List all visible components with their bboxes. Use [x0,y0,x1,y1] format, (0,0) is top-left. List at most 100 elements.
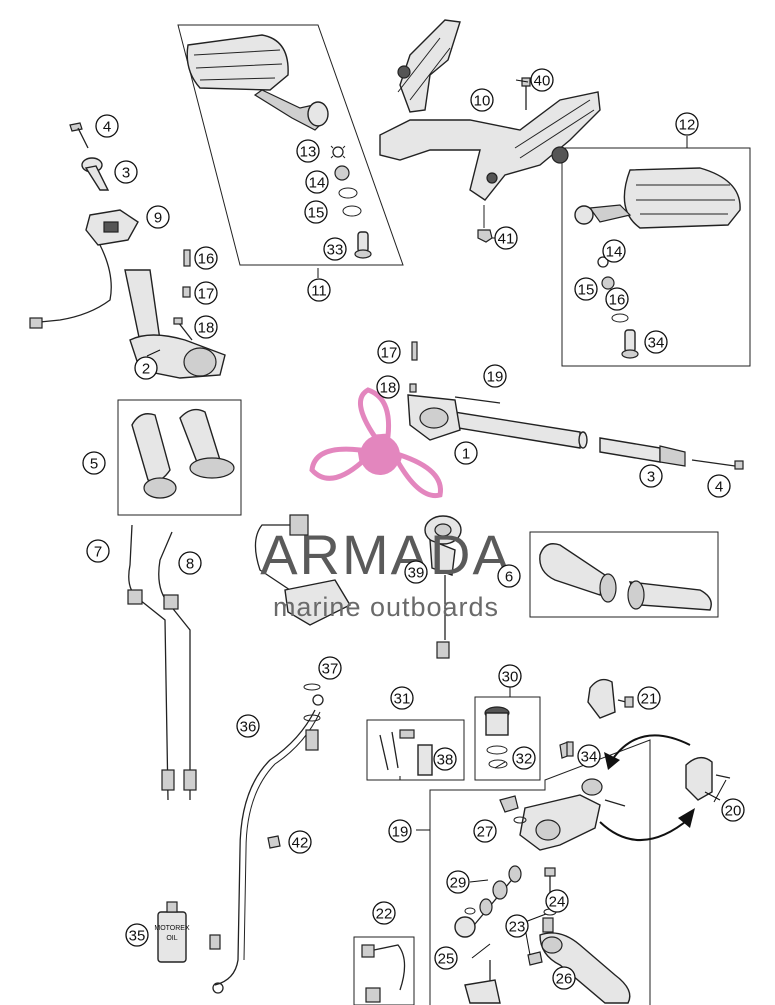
callout-circle [194,315,218,339]
callout-number: 35 [129,928,146,945]
callout-4: 4 [95,114,119,138]
callout-number: 6 [505,569,513,586]
callout-number: 4 [103,119,111,136]
callout-32: 32 [512,746,536,770]
callout-31: 31 [390,686,414,710]
callout-circle [134,356,158,380]
brake-line-37 [209,683,324,994]
grip-set-5 [131,408,235,499]
callout-number: 14 [309,175,326,192]
callout-circle [194,281,218,305]
callout-33: 33 [323,237,347,261]
handlebar-bracket-11 [379,19,601,201]
callout-circle [707,474,731,498]
callout-circle [372,901,396,925]
callout-25: 25 [434,946,458,970]
callout-circle [146,205,170,229]
callout-1: 1 [454,441,478,465]
callout-circle [377,340,401,364]
callout-17: 17 [377,340,401,364]
callout-19: 19 [388,819,412,843]
callout-number: 11 [311,283,327,300]
callout-number: 39 [408,565,425,582]
callout-11: 11 [307,278,331,302]
callout-9: 9 [146,205,170,229]
lever-27 [539,932,631,1004]
callout-16: 16 [605,287,629,311]
reservoir-31 [484,706,510,769]
callout-number: 2 [142,361,150,378]
callout-42: 42 [288,830,312,854]
callout-number: 13 [300,144,317,161]
watermark-tagline: marine outboards [273,592,499,622]
pin-18-center [409,383,417,393]
callout-number: 21 [641,691,658,708]
callout-circle [637,686,661,710]
callout-30: 30 [498,664,522,688]
callout-number: 3 [122,165,130,182]
callout-14: 14 [602,239,626,263]
callout-5: 5 [82,451,106,475]
callout-number: 5 [90,456,98,473]
callout-circle [494,226,518,250]
callout-13: 13 [296,139,320,163]
callout-number: 3 [647,469,655,486]
mirror-left [186,34,329,131]
callout-number: 18 [380,380,397,397]
callout-number: 23 [509,919,526,936]
callout-number: 26 [556,971,573,988]
callout-circle [390,686,414,710]
clamp-21 [685,757,731,801]
callout-10: 10 [470,88,494,112]
callout-circle [644,330,668,354]
callout-3: 3 [639,464,663,488]
clamp-22 [587,678,634,719]
callout-20: 20 [721,798,745,822]
callout-34: 34 [644,330,668,354]
bushing-24 [527,917,554,966]
callout-8: 8 [178,551,202,575]
callout-number: 24 [549,894,566,911]
bottle-label-line2: OIL [166,935,177,942]
callout-34: 34 [577,744,601,768]
callout-circle [194,246,218,270]
callout-15: 15 [304,200,328,224]
oil-bottle-36: MOTOREX OIL [154,901,190,963]
bolt-19-left [173,317,193,341]
callout-number: 16 [609,292,626,309]
callout-19: 19 [483,364,507,388]
callout-circle [639,464,663,488]
callout-circle [574,277,598,301]
callout-circle [82,451,106,475]
rotate-arrows [599,734,695,842]
callout-number: 40 [534,73,551,90]
callout-labels: 1233445678910111213141415151616171718181… [82,68,745,990]
group-box-31 [474,696,541,781]
callout-number: 38 [437,752,454,769]
callout-circle [376,375,400,399]
bolt-4-right [691,459,744,470]
callout-number: 20 [725,803,742,820]
callout-circle [288,830,312,854]
switch-10 [29,209,139,329]
callout-circle [512,746,536,770]
callout-circle [178,551,202,575]
callout-circle [296,139,320,163]
bottle-label-line1: MOTOREX [154,925,190,932]
callout-29: 29 [446,870,470,894]
master-cylinder-20 [499,741,626,851]
callout-circle [388,819,412,843]
callout-number: 12 [679,117,696,134]
callout-number: 31 [394,691,411,708]
callout-23: 23 [505,914,529,938]
watermark-logo [309,387,443,499]
callout-number: 8 [186,556,194,573]
callout-circle [446,870,470,894]
callout-circle [675,112,699,136]
grip-set-6 [539,543,712,611]
callout-4: 4 [707,474,731,498]
callout-2: 2 [134,356,158,380]
callout-circle [305,170,329,194]
callout-circle [605,287,629,311]
callout-circle [473,819,497,843]
